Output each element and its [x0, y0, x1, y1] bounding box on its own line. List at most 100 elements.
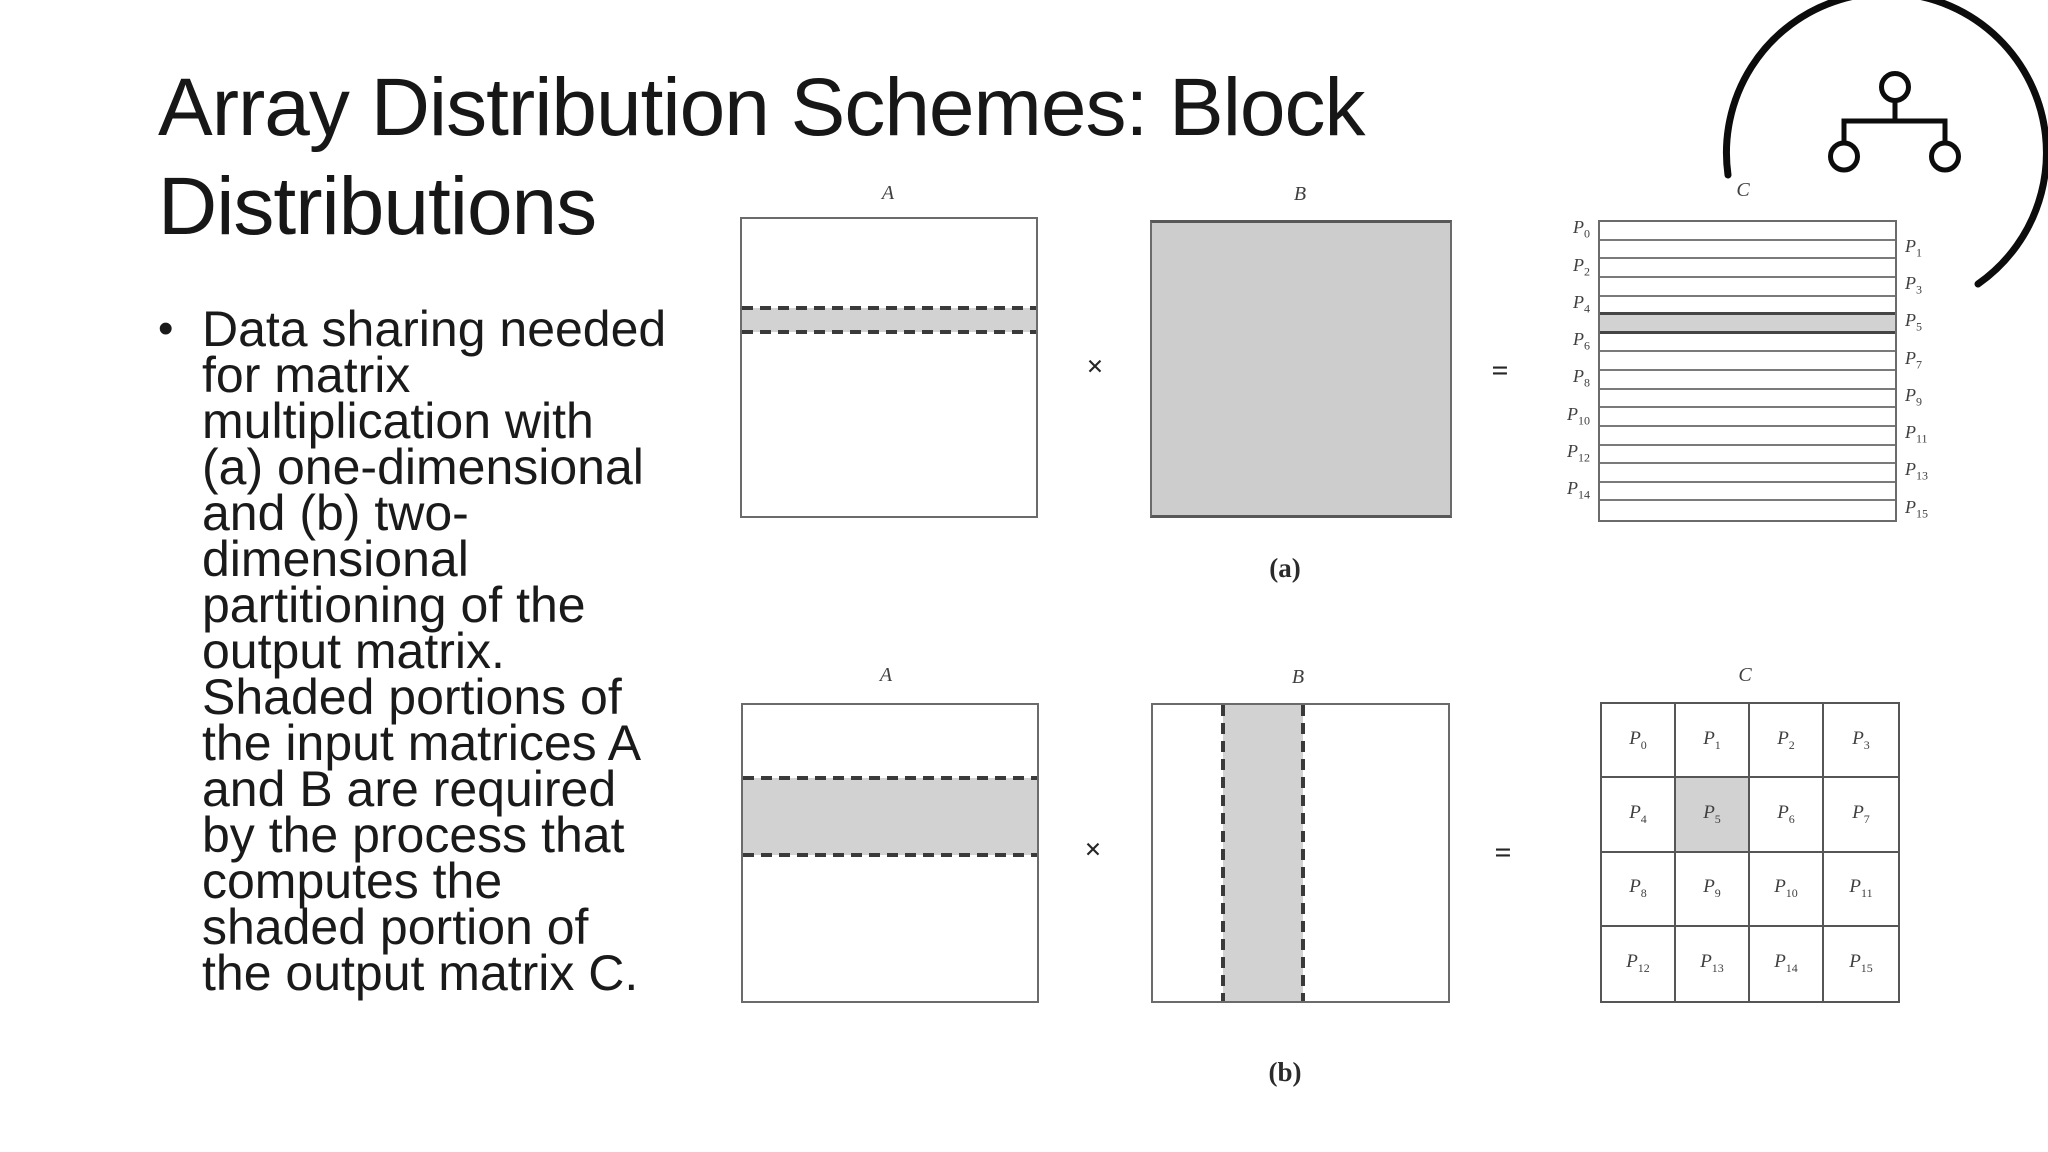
process-label: P14 — [1567, 478, 1590, 502]
c-strip — [1600, 334, 1895, 353]
bullet-text-line: Shaded portions of — [202, 669, 622, 725]
matrix-a-label-row-b: A — [879, 664, 893, 686]
matrix-a-row-b-shaded-band — [743, 776, 1037, 857]
bullet-text-line: shaded portion of — [202, 899, 589, 955]
c-strip-left-label: P6 — [1500, 329, 1590, 354]
c-grid-cell: P6 — [1750, 778, 1824, 853]
c-strip — [1600, 259, 1895, 278]
c-strip — [1600, 222, 1895, 241]
process-label: P1 — [1703, 727, 1721, 752]
c-grid-cell: P14 — [1750, 926, 1824, 1001]
bullet-text-line: by the process that — [202, 807, 625, 863]
c-strip-right-label: P15 — [1905, 497, 1995, 522]
c-grid-cell-shaded: P5 — [1676, 778, 1750, 853]
process-label: P10 — [1567, 403, 1590, 428]
dashed-line — [742, 330, 1036, 334]
process-label: P4 — [1573, 291, 1590, 316]
c-strip-left-label: P14 — [1500, 478, 1590, 503]
process-label: P11 — [1905, 422, 1928, 446]
matrix-c-row-a — [1598, 220, 1897, 522]
process-label: P9 — [1905, 384, 1922, 409]
matrix-c-label-row-a: C — [1736, 179, 1750, 201]
times-operator-row-a: × — [1086, 350, 1104, 383]
c-strip — [1600, 390, 1895, 409]
process-label: P13 — [1905, 459, 1928, 484]
c-grid-cell: P9 — [1676, 852, 1750, 927]
bullet-marker: • — [158, 304, 174, 353]
c-strip — [1600, 371, 1895, 390]
c-strip — [1600, 278, 1895, 297]
c-grid-cell: P3 — [1824, 704, 1898, 779]
c-strip — [1600, 241, 1895, 260]
matrix-b-label-row-b: B — [1291, 666, 1305, 688]
process-label: P8 — [1573, 366, 1590, 390]
c-strip — [1600, 446, 1895, 465]
c-grid-cell: P15 — [1824, 927, 1898, 1001]
process-label: P13 — [1700, 951, 1724, 976]
slide-title-line-2: Distributions — [158, 161, 597, 252]
bullet-text-line: for matrix — [202, 347, 411, 403]
process-label: P15 — [1905, 496, 1928, 521]
c-strip-right-label: P13 — [1905, 459, 1995, 484]
bullet-text-line: multiplication with — [202, 393, 594, 449]
c-strip — [1600, 297, 1895, 316]
process-label: P8 — [1629, 876, 1647, 901]
matrix-a-row-a-shaded-strip — [742, 306, 1036, 334]
caption-b: (b) — [1268, 1057, 1302, 1087]
dashed-line — [742, 306, 1036, 310]
process-label: P12 — [1626, 951, 1650, 976]
bullet-text-line: output matrix. — [202, 623, 505, 679]
process-label: P4 — [1629, 801, 1647, 826]
process-label: P5 — [1905, 310, 1922, 335]
c-grid-cell: P12 — [1602, 926, 1676, 1001]
bullet-text-line: dimensional — [202, 531, 469, 587]
process-label: P7 — [1852, 801, 1870, 826]
process-label: P5 — [1703, 801, 1721, 826]
bullet-text-line: and B are required — [202, 761, 617, 817]
c-strip — [1600, 408, 1895, 427]
times-operator-row-b: × — [1084, 833, 1102, 866]
caption-a: (a) — [1269, 553, 1301, 583]
c-strip — [1600, 352, 1895, 371]
c-grid-cell: P13 — [1676, 926, 1750, 1001]
process-label: P3 — [1905, 273, 1922, 297]
bullet-text-line: the output matrix C. — [202, 945, 639, 1001]
c-strip — [1600, 483, 1895, 502]
slide-title: Array Distribution Schemes: Block Distri… — [158, 58, 1366, 256]
process-label: P1 — [1905, 235, 1922, 260]
c-strip-right-label: P11 — [1905, 422, 1995, 447]
matrix-b-row-b — [1151, 703, 1450, 1003]
matrix-b-label-row-a: B — [1293, 183, 1307, 205]
process-label: P9 — [1703, 876, 1721, 901]
c-grid-cell: P7 — [1824, 778, 1898, 853]
matrix-b-row-a — [1150, 220, 1452, 518]
process-label: P7 — [1905, 347, 1922, 372]
c-strip-right-label: P5 — [1905, 310, 1995, 335]
c-strip-right-label: P7 — [1905, 348, 1995, 373]
matrix-b-row-b-shaded-band — [1221, 705, 1305, 1001]
matrix-a-row-b — [741, 703, 1039, 1003]
bullet-text-line: and (b) two- — [202, 485, 469, 541]
bullet-text-line: the input matrices A — [202, 715, 642, 771]
dashed-line — [743, 853, 1037, 857]
process-label: P6 — [1573, 329, 1590, 353]
c-grid-cell: P8 — [1602, 852, 1676, 927]
c-strip-left-label: P12 — [1500, 441, 1590, 466]
c-grid-cell: P0 — [1602, 704, 1676, 779]
equals-operator-row-b: = — [1494, 836, 1512, 869]
c-strip-right-label: P3 — [1905, 273, 1995, 298]
c-strip-shaded — [1600, 315, 1895, 334]
process-label: P6 — [1777, 801, 1795, 826]
c-grid-cell: P2 — [1750, 704, 1824, 779]
c-grid-cell: P10 — [1750, 852, 1824, 927]
process-label: P0 — [1573, 217, 1590, 241]
process-label: P2 — [1573, 254, 1590, 279]
bullet-text-line: Data sharing needed — [202, 301, 667, 357]
c-strip-left-label: P8 — [1500, 366, 1590, 391]
process-label: P0 — [1629, 727, 1647, 752]
bullet-text-line: computes the — [202, 853, 503, 909]
dashed-line — [1301, 705, 1305, 1001]
